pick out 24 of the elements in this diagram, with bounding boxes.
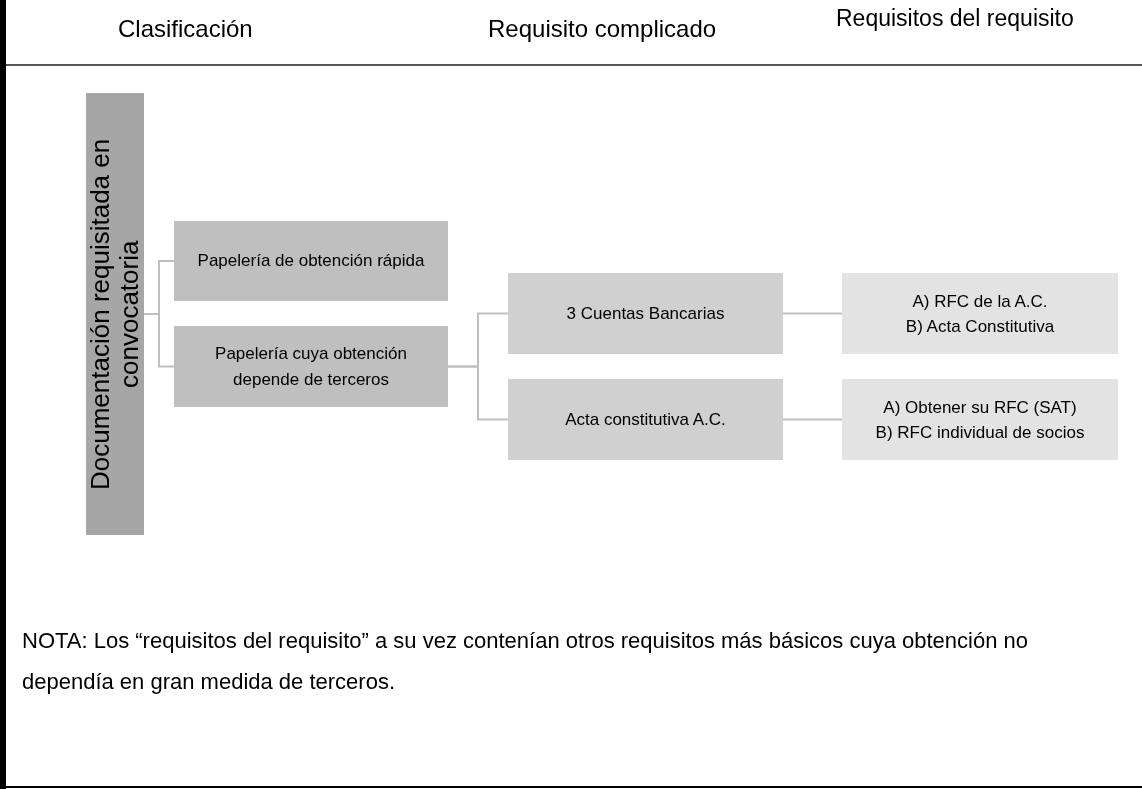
connector-line [782, 312, 843, 315]
vertical-title-bar [86, 93, 144, 535]
node-text: 3 Cuentas Bancarias [566, 302, 725, 325]
column-header: Clasificación [118, 14, 254, 44]
node-text: A) RFC de la A.C. [912, 290, 1048, 313]
connector-line [782, 418, 843, 421]
node-text: B) RFC individual de socios [875, 421, 1085, 444]
process-box [508, 379, 783, 460]
connector-line [447, 365, 509, 421]
column-header: Requisitos del requisito [836, 4, 1075, 32]
process-box [174, 326, 448, 407]
node-text: Papelería cuya obtención depende de terceros [214, 342, 408, 391]
node-text: A) Obtener su RFC (SAT) [883, 396, 1077, 419]
process-box [842, 273, 1118, 354]
node-text: Documentación requisitada en convocatoria [86, 137, 144, 492]
note-text: NOTA: Los “requisitos del requisito” a su vez contenían otros requisitos más básicos cuya obtención no dependía en gran medida de terceros. [22, 627, 1029, 696]
process-box [174, 221, 448, 301]
connector-line [143, 313, 175, 368]
node-text: Papelería de obtención rápida [197, 250, 425, 272]
process-box [842, 379, 1118, 460]
node-text: B) Acta Constitutiva [905, 315, 1055, 338]
node-text: Acta constitutiva A.C. [565, 408, 726, 431]
process-box [508, 273, 783, 354]
column-header: Requisito complicado [488, 14, 718, 44]
